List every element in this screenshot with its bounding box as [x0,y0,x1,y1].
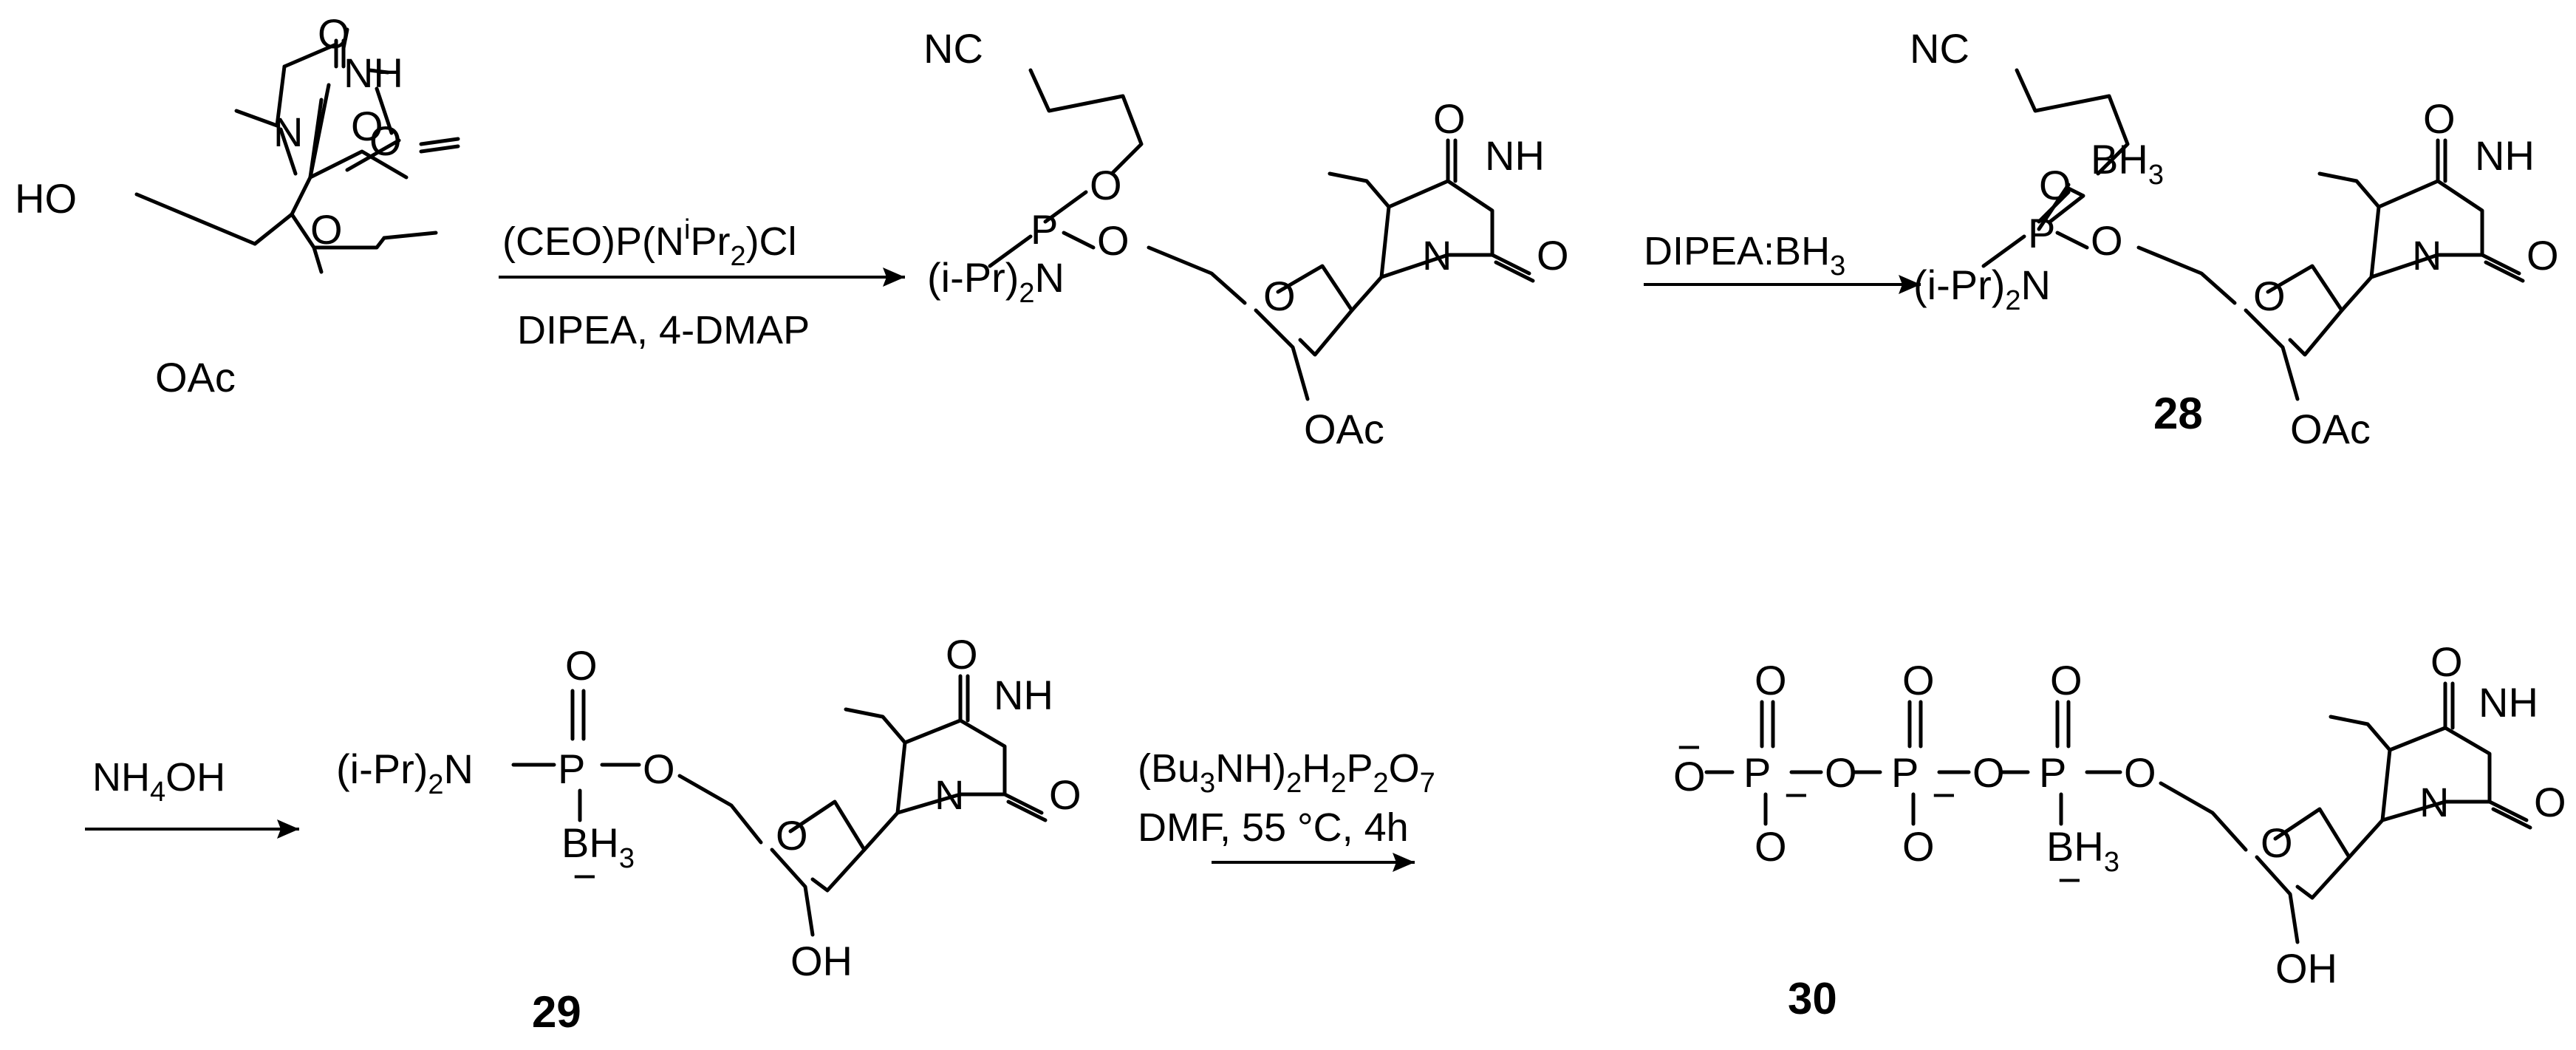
atom-p-29: P [558,746,585,792]
atom-n1-30: N [2419,779,2449,825]
atom-o5p-1: O [1097,217,1130,264]
compound-label-30: 30 [1788,974,1837,1023]
atom-oac: OAc [155,354,236,400]
compound-label-29: 29 [532,987,581,1037]
atom-n1-2: N [1422,232,1452,279]
atom-o2-30: O [2534,779,2566,825]
atom-o4-2: O [1433,95,1466,142]
atom-o-ring-2: O [1263,273,1296,319]
atom-n1-28: N [2412,232,2442,279]
atom-o2-28: O [2527,232,2559,279]
atom-o-terminal-30: O [1673,753,1706,800]
atom-bh3-charge-29: − [573,853,597,899]
atom-n3h-29: NH [994,672,1053,718]
atom-o2: O [369,117,402,164]
atom-p-beta-charge-30: − [1932,771,1956,818]
arrow-step-3: NH4OH [85,755,299,839]
atom-oh-29: OH [790,938,853,984]
atom-o-beta-db-30: O [1902,657,1935,703]
atom-n3h-30: NH [2478,679,2538,726]
reagent-step3: NH4OH [92,755,225,808]
compound-30-structure: O − P O O − O P O O − O P O BH3 − O O N … [1673,638,2566,992]
starting-material-structure: HO O N O O NH O OAc [15,10,460,400]
arrow-step-2: DIPEA:BH3 [1644,229,1921,294]
atom-o-ce-28: O [2039,162,2071,208]
atom-ipr2n-28: (i-Pr)2N [1913,262,2051,316]
arrow-step-4: (Bu3NH)2H2P2O7 DMF, 55 °C, 4h [1138,746,1435,872]
atom-oac-2: OAc [1304,406,1384,452]
atom-bh3-30: BH3 [2046,823,2119,878]
compound-label-28: 28 [2153,389,2203,438]
atom-nc-1: NC [923,25,983,72]
atom-bh3-28: BH3 [2091,136,2164,191]
atom-n3h: NH [344,50,403,96]
compound-28-structure: NC O BH3 P (i-Pr)2N O O N NH O O OAc [1910,25,2559,452]
atom-o-beta-lower-30: O [1902,823,1935,870]
compound-29-structure: (i-Pr)2N P O O BH3 − O N NH O O OH [336,631,1082,984]
phosphoramidite-structure: NC O P (i-Pr)2N O O N NH O O OAc [923,25,1569,452]
atom-o-ring-30: O [2261,819,2293,866]
atom-ho: HO [15,175,77,222]
atom-nc-28: NC [1910,25,1969,72]
atom-p-1: P [1031,206,1058,253]
atom-o-ring-28: O [2253,273,2286,319]
arrow-step-1: (CEO)P(NiPr2)Cl DIPEA, 4-DMAP [499,214,905,352]
atom-n1: N [273,109,303,155]
reagent-step1-line1: (CEO)P(NiPr2)Cl [502,214,797,272]
atom-bh3-charge-30: − [2057,856,2082,903]
atom-p-gamma-30: P [1743,749,1771,796]
atom-n3h-2: NH [1485,132,1545,179]
atom-o-gamma-lower-30: O [1755,823,1787,870]
atom-o2-2: O [1537,232,1569,279]
atom-p-28: P [2028,210,2055,256]
reagent-step1-line2: DIPEA, 4-DMAP [517,308,810,352]
atom-oh-30: OH [2275,945,2337,992]
atom-o2-29: O [1049,771,1082,818]
atom-o-bridge2-30: O [1972,749,2005,796]
atom-n3h-28: NH [2475,132,2535,179]
atom-o4-28: O [2423,95,2456,142]
atom-o-ring-29: O [776,812,808,859]
atom-o-gamma-db-30: O [1755,657,1787,703]
reagent-step2: DIPEA:BH3 [1644,229,1845,282]
atom-ipr2n-1: (i-Pr)2N [927,254,1065,309]
atom-o-ring: O [310,206,343,253]
atom-o5p-29: O [643,746,675,792]
atom-bh3-29: BH3 [561,819,635,874]
atom-o5p-28: O [2091,217,2123,264]
atom-ipr2n-29: (i-Pr)2N [336,746,474,800]
atom-o-terminal-charge-30: − [1677,723,1701,770]
atom-p-gamma-charge-30: − [1784,771,1808,818]
atom-o4: O [318,10,350,57]
atom-p-alpha-30: P [2039,749,2066,796]
reagent-step4-line2: DMF, 55 °C, 4h [1138,805,1409,850]
atom-oac-28: OAc [2290,406,2371,452]
reagent-step4-line1: (Bu3NH)2H2P2O7 [1138,746,1435,799]
atom-c2-o: O [351,103,383,149]
atom-n1-29: N [935,771,964,818]
atom-o-bridge1-30: O [1825,749,1857,796]
atom-o4-29: O [946,631,978,678]
atom-o5p-30: O [2124,749,2156,796]
atom-o-doublebond-29: O [565,642,598,689]
atom-o-alpha-db-30: O [2050,657,2083,703]
atom-p-beta-30: P [1891,749,1919,796]
atom-o-ce: O [1090,162,1122,208]
atom-o4-30: O [2430,638,2463,685]
